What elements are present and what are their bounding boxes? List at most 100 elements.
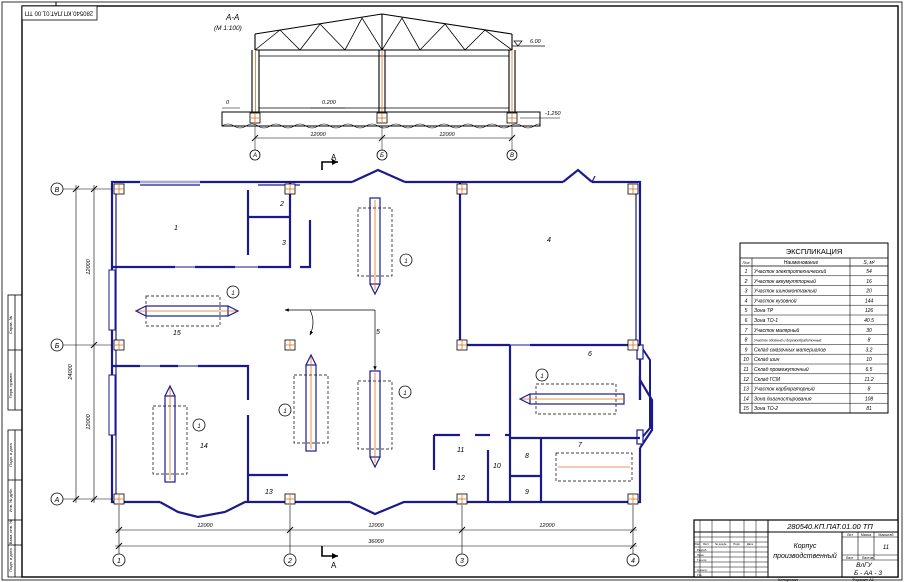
vehicle-symbol: 1 — [134, 285, 240, 327]
margin-label: Взам. инв. № — [8, 520, 13, 545]
title-block-small: Лист — [703, 542, 710, 546]
vehicle-symbol: 1 — [357, 370, 412, 469]
explication-pos: 14 — [743, 396, 749, 402]
vehicle-symbol: 1 — [278, 353, 329, 452]
title-block-code: 280540.КП.ПАТ.01.00 ТП — [786, 522, 873, 531]
axis-col-label: 4 — [631, 558, 635, 565]
explication-area: 81 — [866, 406, 872, 412]
title-block-col-label: Масштаб — [879, 533, 894, 537]
explication-area: 40.5 — [864, 318, 874, 324]
explication-name: Склад смазочных материалов — [754, 347, 826, 353]
explication-pos: 10 — [743, 357, 749, 363]
explication-header: Наименование — [784, 260, 819, 266]
title-block-small: Пров. — [697, 553, 705, 557]
dim-horizontal: 12000 — [197, 523, 213, 529]
explication-name: Участок кузовной — [754, 297, 797, 304]
explication-name: Участок карбюраторный — [754, 386, 815, 393]
title-block-small: Подп. — [733, 542, 741, 546]
dim-horizontal-total: 36000 — [368, 539, 384, 545]
explication-name: Участок электротехнический — [754, 268, 826, 275]
title-block-name-2: производственный — [773, 552, 837, 560]
title-block-small: Т.контр. — [697, 558, 707, 562]
title-block-col-label: Масса — [861, 533, 871, 537]
vehicle-symbol: 1 — [518, 368, 625, 415]
level-floor: 0.200 — [322, 100, 337, 106]
cut-label-bottom: А — [331, 561, 337, 570]
room-number: 13 — [265, 489, 273, 496]
margin-label: Подп. и дата — [8, 547, 13, 571]
explication-pos: 4 — [745, 298, 748, 304]
section-axis: А — [252, 153, 257, 159]
rotated-stamp-code: 280540.КП.ПАТ.01.00 ТП — [25, 9, 93, 15]
title-block-small: Н.контр. — [697, 568, 708, 572]
explication-pos: 9 — [745, 347, 748, 353]
axis-col-label: 2 — [287, 558, 292, 565]
explication-name: Участок обойный и деревообработочный — [754, 339, 821, 343]
vehicle-symbol: 1 — [357, 197, 413, 296]
section-view: А-А (М 1:100) 6.00 — [214, 13, 562, 161]
level-ground: -1.250 — [545, 111, 562, 117]
explication-area: 54 — [866, 269, 872, 275]
floor-plan: А А — [50, 153, 654, 570]
explication-pos: 12 — [743, 377, 749, 383]
room-number: 1 — [174, 225, 178, 232]
explication-name: Склад ГСМ — [754, 377, 781, 383]
room-number: 12 — [457, 475, 465, 482]
title-block-small: Утв. — [697, 573, 703, 577]
explication-area: 108 — [865, 396, 874, 402]
explication-area: 126 — [865, 308, 874, 314]
room-number: 3 — [282, 240, 286, 247]
vehicle-symbol: 1 — [152, 384, 206, 483]
vehicle-symbol — [555, 452, 633, 482]
room-number: 4 — [547, 237, 551, 244]
explication-area: 30 — [866, 328, 872, 334]
explication-name: Зона ТР — [754, 308, 774, 314]
dim-vertical: 24000 — [68, 363, 74, 380]
section-axis: В — [510, 153, 514, 159]
explication-pos: 2 — [744, 279, 748, 285]
explication-area: 20 — [865, 289, 872, 295]
title-block-small: Разраб. — [697, 548, 707, 552]
explication-area: 16 — [866, 279, 872, 285]
explication-name: Склад промежуточный — [754, 366, 809, 373]
vehicle-tag: 1 — [197, 424, 200, 430]
explication-pos: 13 — [743, 387, 749, 393]
axis-col-label: 3 — [460, 558, 464, 565]
title-block-name-1: Корпус — [794, 543, 817, 550]
explication-pos: 11 — [743, 367, 748, 373]
margin-label: Подп. и дата — [8, 442, 13, 466]
explication-name: Зона ТО-2 — [754, 406, 778, 412]
inner-frame — [21, 5, 899, 578]
explication-area: 10 — [866, 357, 872, 363]
explication-name: Участок малярный — [754, 327, 800, 334]
explication-pos: 3 — [745, 289, 748, 295]
margin-label: Перв. примен. — [8, 372, 13, 399]
explication-name: Зона ТО-1 — [754, 318, 778, 324]
explication-area: 8 — [868, 338, 871, 344]
title-block-org: ВлГУ — [856, 562, 873, 569]
title-block-small: Дата — [747, 542, 754, 546]
section-span-right: 12000 — [439, 132, 455, 138]
room-number: 14 — [200, 443, 208, 450]
section-title: А-А — [225, 13, 239, 22]
title-block-small: Изм — [694, 542, 699, 546]
explication-header: S, м² — [863, 260, 875, 266]
explication-pos: 5 — [745, 308, 748, 314]
title-block-sheet-label: Лист — [846, 556, 854, 560]
vehicle-tag: 1 — [404, 259, 407, 265]
room-number: 5 — [376, 329, 380, 336]
vehicle-tag: 1 — [403, 391, 406, 397]
vehicle-tag: 1 — [540, 374, 543, 380]
explication-pos: 7 — [745, 328, 748, 334]
axis-row-label: Б — [55, 343, 60, 350]
axis-col-label: 1 — [117, 558, 121, 565]
level-top: 6.00 — [530, 39, 542, 45]
dim-horizontal: 12000 — [539, 523, 555, 529]
vehicle-tag: 1 — [231, 291, 234, 297]
section-axis: Б — [380, 153, 384, 159]
section-scale: (М 1:100) — [214, 25, 242, 32]
title-block-org-group: Б - АА - 3 — [854, 570, 882, 577]
left-margin-blocks — [7, 294, 23, 578]
